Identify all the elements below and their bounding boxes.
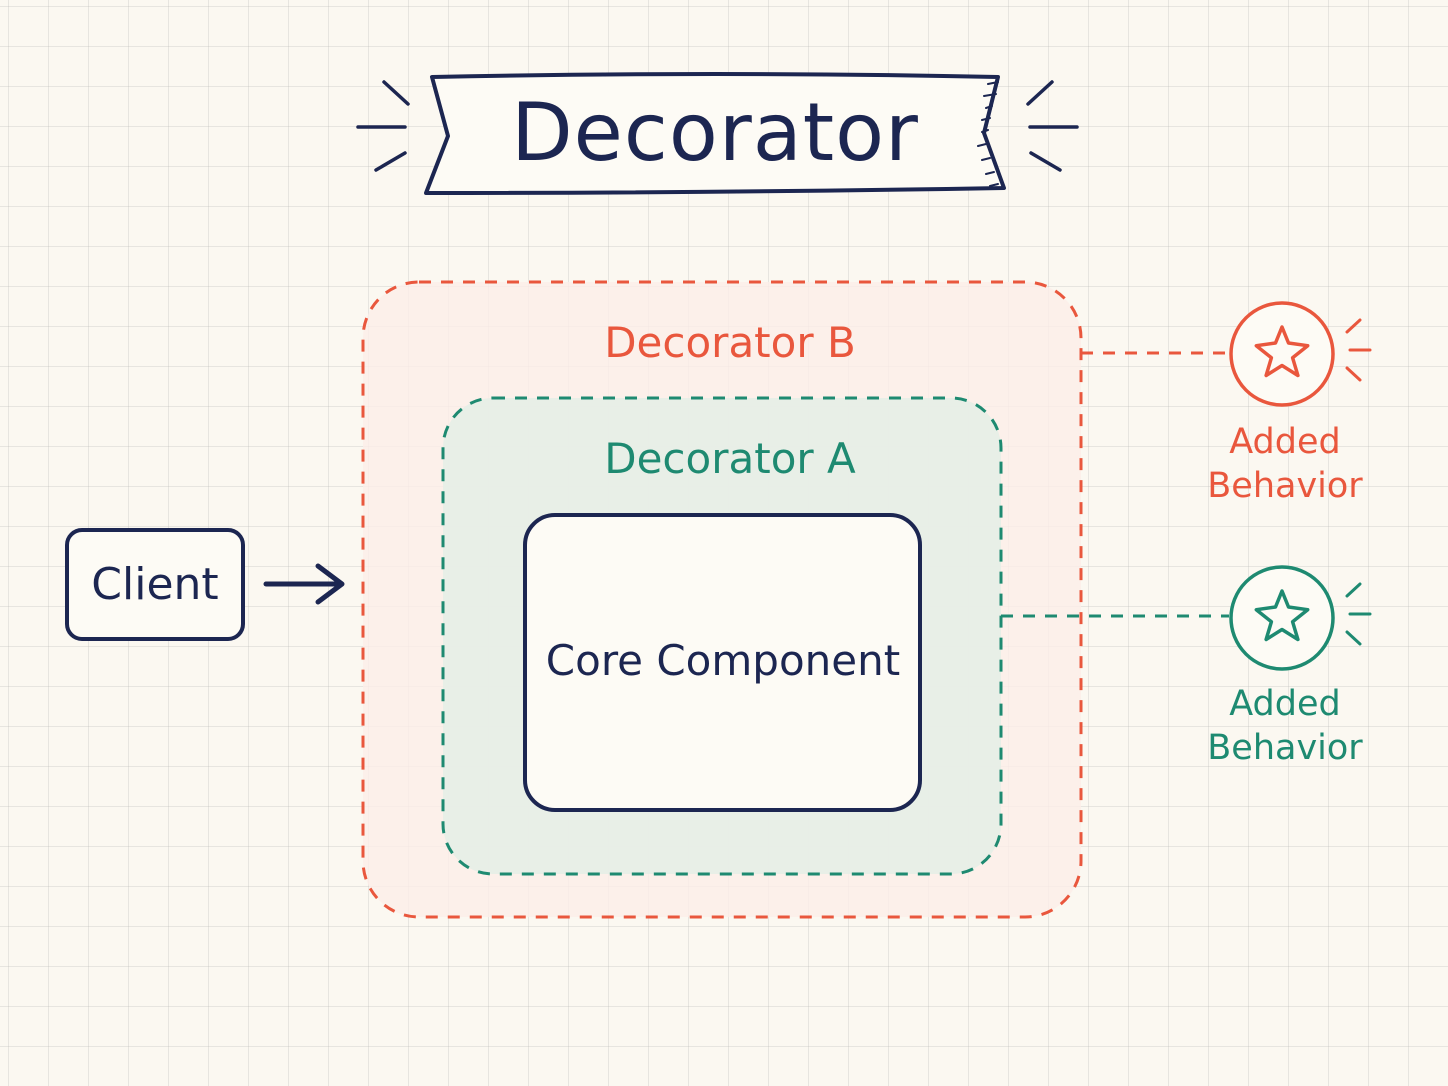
behavior-b-badge	[1229, 301, 1372, 407]
client-arrow	[263, 563, 345, 605]
behavior-b-line2: Behavior	[1207, 466, 1363, 506]
client-label: Client	[91, 559, 219, 610]
behavior-a-badge	[1229, 565, 1372, 671]
behavior-b-line1: Added	[1229, 422, 1341, 462]
star-icon	[1254, 589, 1310, 642]
behavior-b-label: Added Behavior	[1185, 420, 1385, 508]
decorator-b-label: Decorator B	[604, 318, 856, 367]
behavior-a-line2: Behavior	[1207, 728, 1363, 768]
title-burst-left	[356, 80, 410, 172]
decorator-a-label: Decorator A	[604, 434, 856, 483]
core-component-label: Core Component	[545, 636, 901, 685]
client-box	[65, 528, 245, 641]
core-component-box	[523, 513, 922, 812]
title-burst-right	[1026, 80, 1079, 172]
title-banner	[356, 72, 1079, 195]
star-icon	[1254, 325, 1310, 378]
diagram-title: Decorator	[511, 86, 919, 179]
behavior-a-line1: Added	[1229, 684, 1341, 724]
behavior-a-label: Added Behavior	[1185, 682, 1385, 770]
